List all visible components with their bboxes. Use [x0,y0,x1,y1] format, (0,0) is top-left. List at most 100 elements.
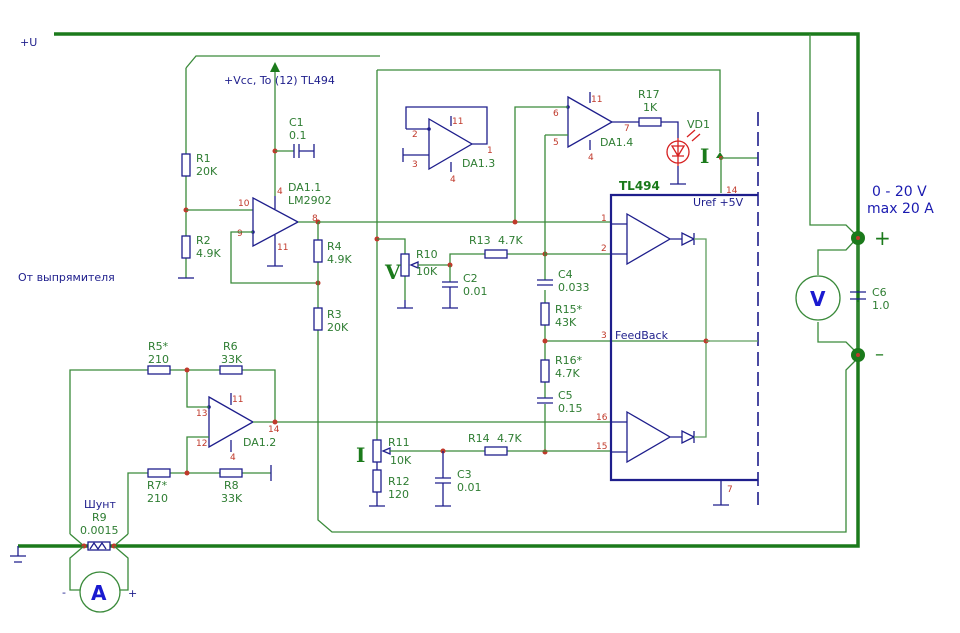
da13-pin1: 1 [487,146,493,156]
c3-value: 0.01 [457,481,482,494]
r17-value: 1K [643,101,658,114]
output-minus-label: – [875,344,884,365]
r5-value: 210 [148,353,169,366]
diode-ea1 [681,231,696,247]
r7-value: 210 [147,492,168,505]
da12-pin4: 4 [230,453,236,463]
resistor-r15 [540,302,550,326]
r13-ref: R13 [469,234,491,247]
ammeter-plus: + [128,587,137,600]
da14-name: DA1.4 [600,136,633,149]
r15-ref: R15* [555,303,583,316]
da11-pin10: 10 [238,199,250,209]
diode-ea2 [681,429,696,445]
ammeter-label: A [91,581,107,605]
da12-pin13: 13 [196,409,207,419]
r2-ref: R2 [196,234,211,247]
capacitor-c1 [293,144,315,158]
da13-pin3: 3 [412,160,418,170]
opamp-da13 [402,106,488,172]
output-voltage-spec: 0 - 20 V [872,184,927,200]
voltmeter [795,275,841,321]
r12-ref: R12 [388,475,410,488]
r10-ref: R10 [416,248,438,261]
r1-value: 20K [196,165,218,178]
r11-value: 10K [390,454,412,467]
resistor-r2 [181,235,191,259]
da11-pin9: 9 [237,229,243,239]
uref-label: Uref +5V [693,196,744,209]
r12-value: 120 [388,488,409,501]
da14-pin7: 7 [624,124,630,134]
tl494-label: TL494 [619,179,660,193]
c5-value: 0.15 [558,402,583,415]
shunt-title: Шунт [84,498,116,511]
opamp-da11 [251,196,300,267]
r1-ref: R1 [196,152,211,165]
r16-ref: R16* [555,354,583,367]
r17-ref: R17 [638,88,660,101]
c6-ref: C6 [872,286,887,299]
c2-value: 0.01 [463,285,488,298]
da14-pin5: 5 [553,138,559,148]
da11-pin4: 4 [277,187,283,197]
resistor-r13 [484,249,508,259]
da12-pin14: 14 [268,425,280,435]
da14-pin6: 6 [553,109,559,119]
feedback-label: FeedBack [615,329,669,342]
r2-value: 4.9K [196,247,221,260]
tl494-pin16: 16 [596,413,608,423]
capacitor-c3 [435,451,451,507]
tl494-chip [609,112,759,505]
ground-symbol [10,546,26,563]
capacitor-c6 [850,291,866,300]
resistor-r5 [147,365,171,375]
resistor-r16 [540,359,550,383]
shunt-r9 [87,541,111,551]
r16-value: 4.7K [555,367,580,380]
potentiometer-r10[interactable] [400,253,410,277]
r14-ref: R14 [468,432,490,445]
r6-value: 33K [221,353,243,366]
ammeter-minus: - [62,586,66,599]
r3-ref: R3 [327,308,342,321]
c1-value: 0.1 [289,129,307,142]
vcc-arrow-icon [270,62,280,72]
current-adjust-marker: I [356,443,365,467]
da11-name: DA1.1 [288,181,321,194]
vcc-label: +Vcc, To (12) TL494 [224,74,335,87]
da12-name: DA1.2 [243,436,276,449]
c3-ref: C3 [457,468,472,481]
output-current-spec: max 20 A [867,201,934,217]
r3-value: 20K [327,321,349,334]
resistor-r12 [372,469,382,493]
r13-value: 4.7K [498,234,523,247]
tl494-pin2: 2 [601,244,607,254]
c2-ref: C2 [463,272,478,285]
resistor-r6 [219,365,243,375]
current-limit-indicator: I [700,144,709,168]
da12-pin12: 12 [196,439,207,449]
r6-ref: R6 [223,340,238,353]
tl494-pin15: 15 [596,442,607,452]
r7-ref: R7* [147,479,168,492]
capacitor-c5 [537,397,553,404]
r8-value: 33K [221,492,243,505]
plus-u-label: +U [20,36,37,49]
r15-value: 43K [555,316,577,329]
tl494-pin1: 1 [601,214,607,224]
resistor-r8 [219,468,243,478]
da13-pin4: 4 [450,175,456,185]
main-power-bus [18,32,860,548]
c5-ref: C5 [558,389,573,402]
c4-ref: C4 [558,268,573,281]
da14-pin11: 11 [591,95,602,105]
output-plus-label: + [874,226,891,250]
tl494-pin7: 7 [727,485,733,495]
r11-ref: R11 [388,436,410,449]
potentiometer-r11[interactable] [372,439,382,463]
resistor-r17 [638,117,662,127]
resistor-r1 [181,153,191,177]
r9-value: 0.0015 [80,524,119,537]
